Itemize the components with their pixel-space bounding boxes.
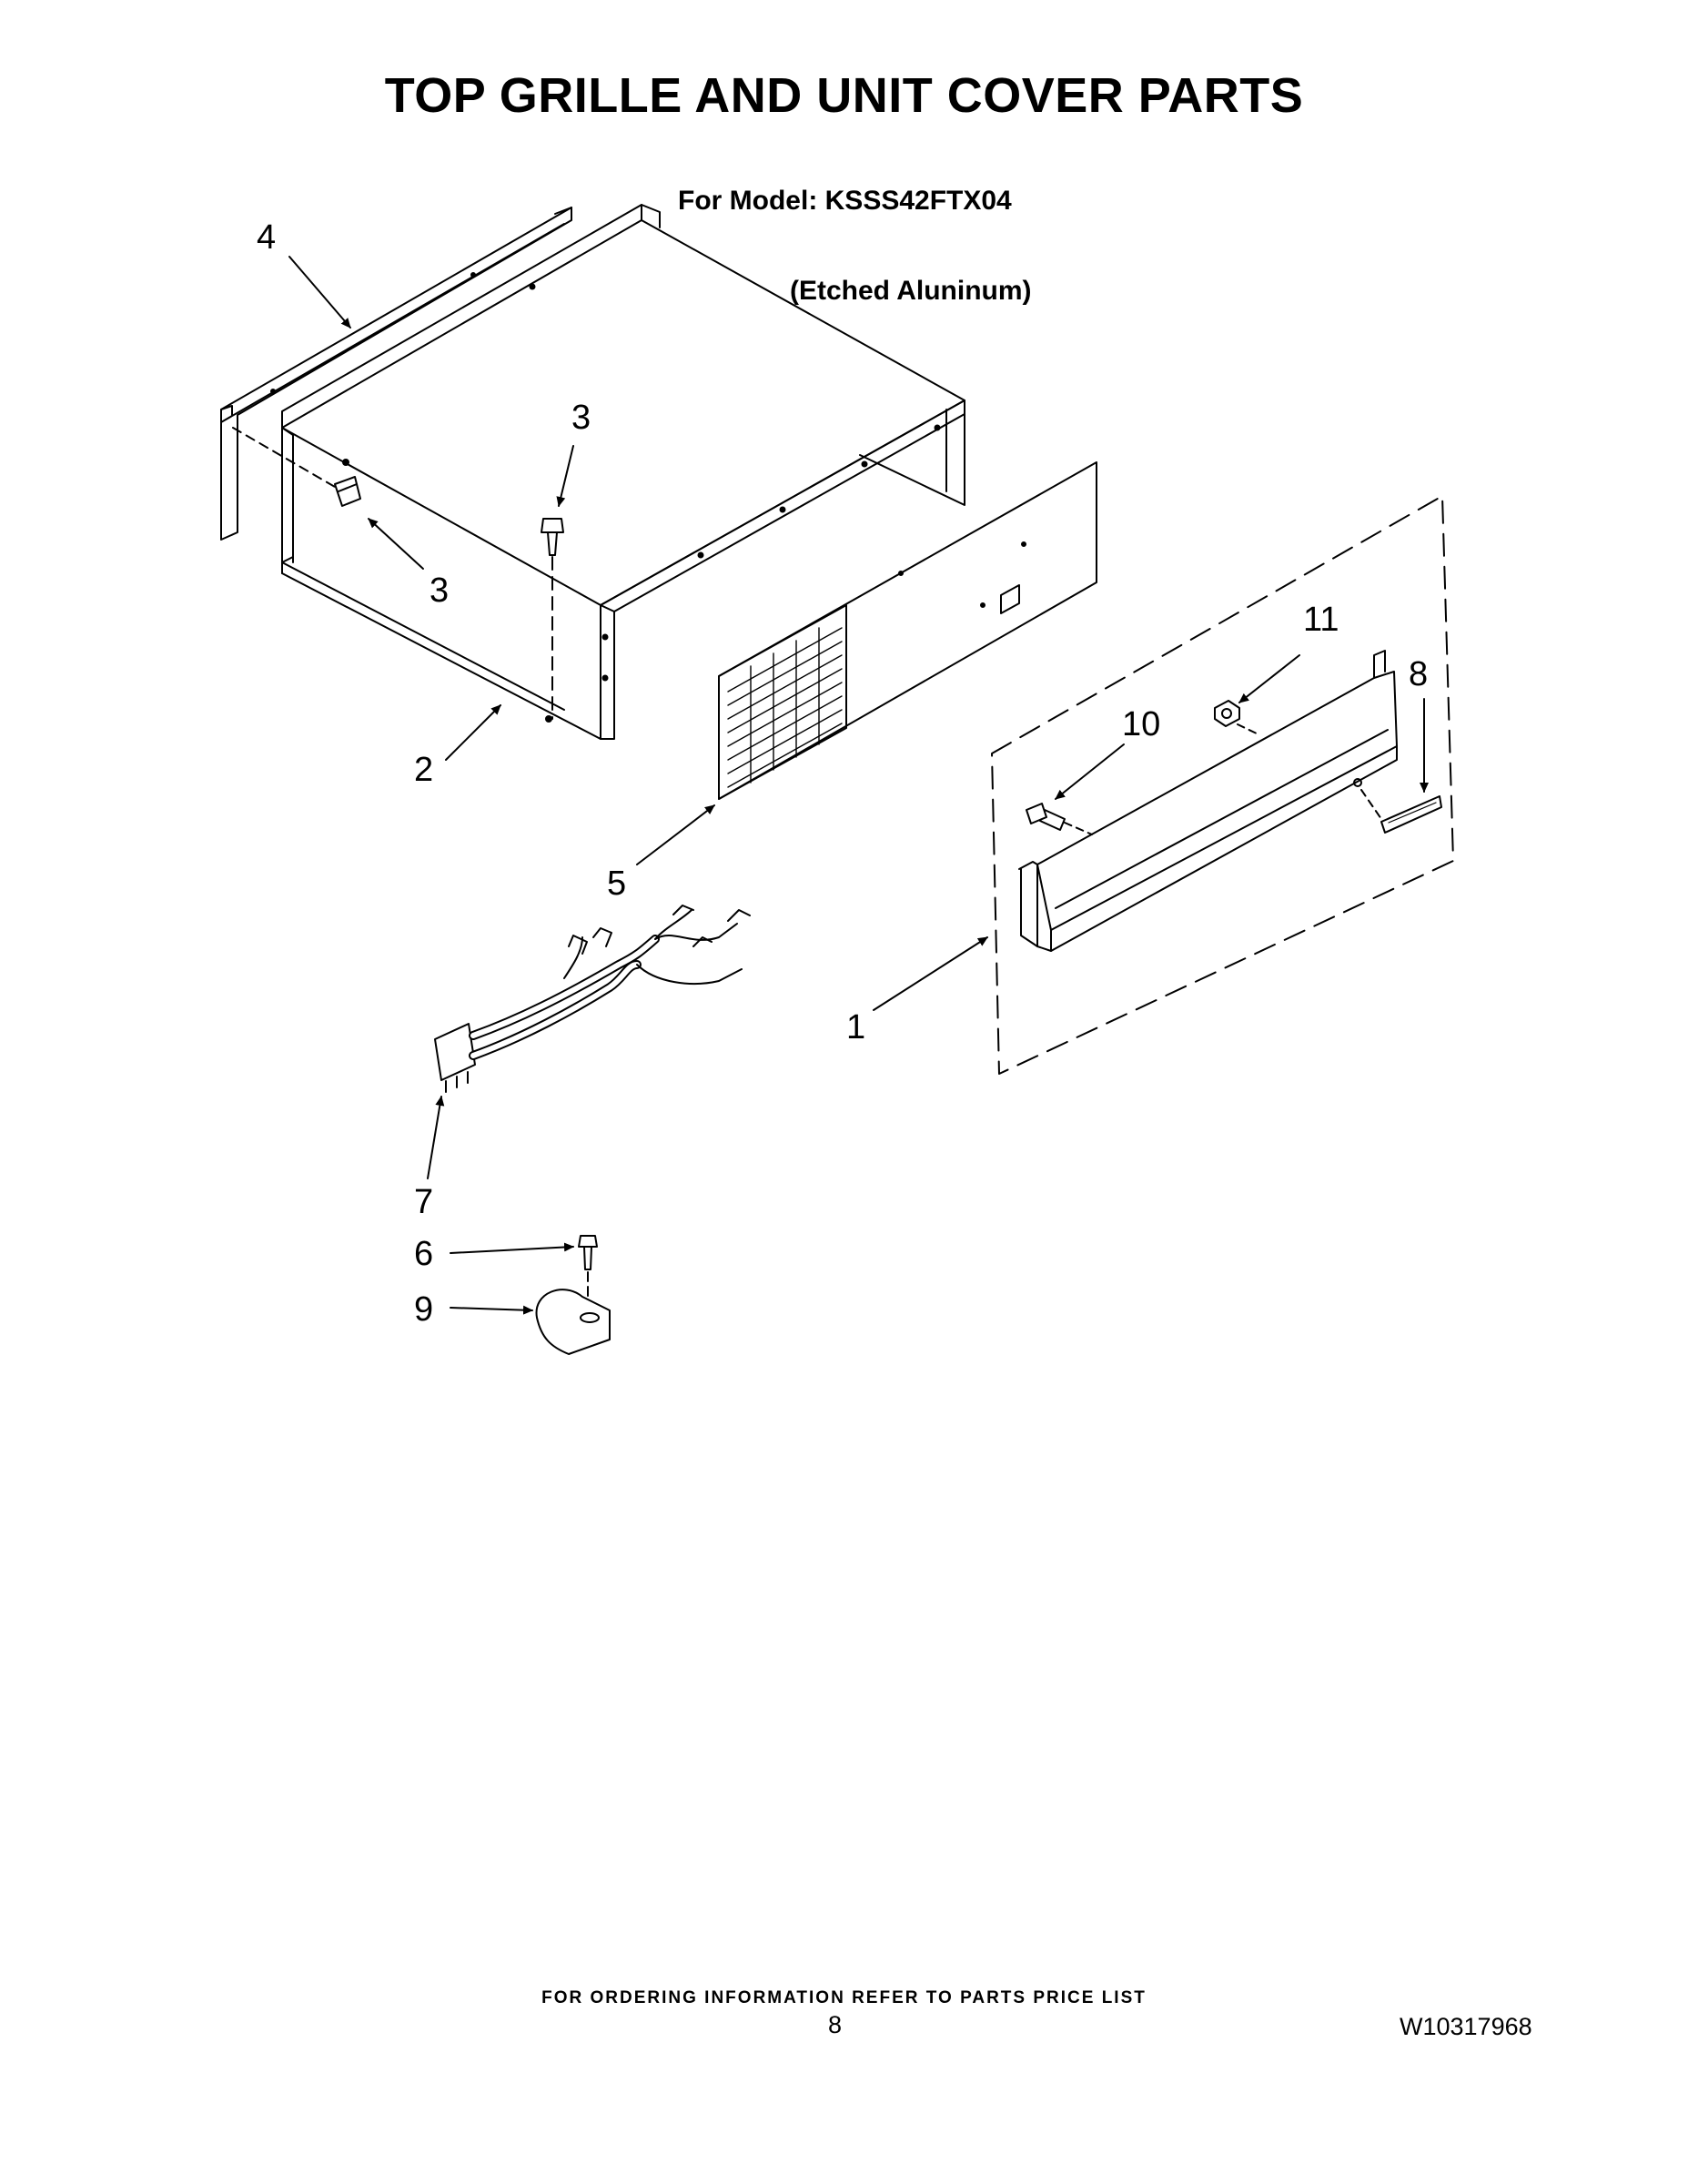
callout-4: 4 xyxy=(257,218,277,257)
ordering-note: FOR ORDERING INFORMATION REFER TO PARTS … xyxy=(541,1988,1147,2007)
finish-description: (Etched Aluninum) xyxy=(790,276,1032,306)
model-info: For Model: KSSS42FTX04 (Etched Aluninum) xyxy=(678,126,1032,336)
nut-part-11 xyxy=(1214,700,1261,736)
callout-11: 11 xyxy=(1303,601,1339,639)
screw-part-3-top xyxy=(541,518,564,720)
callout-7: 7 xyxy=(414,1183,434,1221)
unit-cover-part-2 xyxy=(281,204,965,740)
callout-6: 6 xyxy=(414,1235,434,1273)
callout-10: 10 xyxy=(1122,705,1161,743)
page-title: TOP GRILLE AND UNIT COVER PARTS xyxy=(384,68,1304,123)
callout-8: 8 xyxy=(1409,655,1429,693)
callout-5: 5 xyxy=(607,864,627,903)
nameplate-part-8 xyxy=(1360,789,1442,834)
callout-leaders xyxy=(288,256,1429,1315)
callout-2: 2 xyxy=(414,751,434,789)
callout-3-left: 3 xyxy=(430,571,450,610)
model-number: For Model: KSSS42FTX04 xyxy=(678,186,1012,216)
screw-part-10 xyxy=(1026,803,1093,835)
clamp-part-9 xyxy=(535,1289,611,1355)
wire-harness-part-7 xyxy=(434,905,751,1093)
callout-9: 9 xyxy=(414,1290,434,1329)
callout-3-top: 3 xyxy=(571,399,591,437)
grille-assembly-part-1 xyxy=(1018,650,1398,952)
screw-part-3-left xyxy=(232,427,361,507)
document-number: W10317968 xyxy=(1400,2013,1532,2040)
assembly-boundary-dashed xyxy=(991,495,1454,1075)
rear-bracket-part-4 xyxy=(220,207,572,541)
page-number: 8 xyxy=(828,2011,843,2038)
front-grille-part-5 xyxy=(718,461,1097,800)
callout-1: 1 xyxy=(846,1008,866,1046)
